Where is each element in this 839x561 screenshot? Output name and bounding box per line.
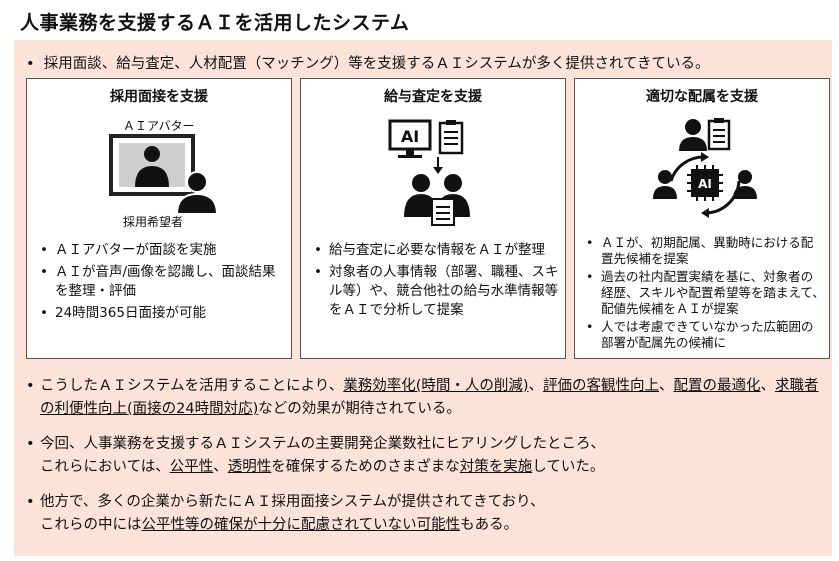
video-interview-icon xyxy=(109,134,219,214)
placement-points: ＡＩが、初期配属、異動時における配置先候補を提案 過去の社内配置実績を基に、対象… xyxy=(583,235,825,353)
list-item: ＡＩアバターが面談を実施 xyxy=(37,241,287,260)
underline-measures: 対策を実施 xyxy=(459,459,533,475)
underline-concern: 公平性等の確保が十分に配慮されていない可能性 xyxy=(141,517,461,533)
box-title-placement: 適切な配属を支援 xyxy=(646,89,758,105)
list-item: 人では考慮できていなかった広範囲の部署が配属先の候補に xyxy=(583,319,825,351)
underline-efficiency: 業務効率化(時間・人の削減) xyxy=(343,378,529,394)
monitor-ai-text: AI xyxy=(401,127,419,146)
candidate-label: 採用希望者 xyxy=(123,215,184,229)
box-title-interview: 採用面接を支援 xyxy=(110,89,208,105)
list-item: 対象者の人事情報（部署、職種、スキル等）や、競合他社の給与水準情報等をＡＩで分析… xyxy=(311,263,561,320)
chip-ai-text: AI xyxy=(698,177,712,191)
effects-bullet: こうしたＡＩシステムを活用することにより、業務効率化(時間・人の削減)、評価の客… xyxy=(26,375,826,421)
page-title: 人事業務を支援するＡＩを活用したシステム xyxy=(20,12,410,34)
concern-bullet: 他方で、多くの企業から新たにＡＩ採用面接システムが提供されてきており、これらの中… xyxy=(26,491,826,537)
list-item: 24時間365日面接が可能 xyxy=(37,304,287,323)
underline-fairness: 公平性 xyxy=(169,459,214,475)
salary-points: 給与査定に必要な情報をＡＩが整理 対象者の人事情報（部署、職種、スキル等）や、競… xyxy=(311,241,561,323)
salary-support-box: 給与査定を支援 AI 給与査定に必要な情報をＡＩが整理 対象者の人事情報（部署、… xyxy=(300,78,566,359)
hearing-bullet: 今回、人事業務を支援するＡＩシステムの主要開発企業数社にヒアリングしたところ、こ… xyxy=(26,433,826,479)
box-title-salary: 給与査定を支援 xyxy=(384,89,482,105)
list-item: ＡＩが、初期配属、異動時における配置先候補を提案 xyxy=(583,235,825,267)
list-item: 過去の社内配置実績を基に、対象者の経歴、スキルや配置希望等を踏まえて、配値先候補… xyxy=(583,269,825,317)
underline-optimization: 配置の最適化 xyxy=(673,378,761,394)
underline-convenience: 求職者の利便性向上(面接の24時間対応) xyxy=(40,378,819,417)
underline-objectivity: 評価の客観性向上 xyxy=(543,378,660,394)
interview-points: ＡＩアバターが面談を実施 ＡＩが音声/画像を認識し、面談結果を整理・評価 24時… xyxy=(37,241,287,326)
underline-transparency: 透明性 xyxy=(227,459,272,475)
interview-support-box: 採用面接を支援 ＡＩアバター 採用希望者 ＡＩアバターが面談を実施 ＡＩが音声/… xyxy=(26,78,292,359)
list-item: ＡＩが音声/画像を認識し、面談結果を整理・評価 xyxy=(37,263,287,301)
ai-placement-matching-icon: AI xyxy=(653,118,757,218)
ai-avatar-label: ＡＩアバター xyxy=(123,119,195,133)
intro-bullet: • 採用面談、給与査定、人材配置（マッチング）等を支援するＡＩシステムが多く提供… xyxy=(26,56,710,72)
summary-bullets: こうしたＡＩシステムを活用することにより、業務効率化(時間・人の削減)、評価の客… xyxy=(26,375,826,549)
ai-salary-analysis-icon: AI xyxy=(388,119,470,226)
placement-support-box: 適切な配属を支援 AI ＡＩが、初期配属、異動時における配置先候補を提案 過去の… xyxy=(574,78,830,359)
intro-text: 採用面談、給与査定、人材配置（マッチング）等を支援するＡＩシステムが多く提供され… xyxy=(43,56,710,72)
list-item: 給与査定に必要な情報をＡＩが整理 xyxy=(311,241,561,260)
